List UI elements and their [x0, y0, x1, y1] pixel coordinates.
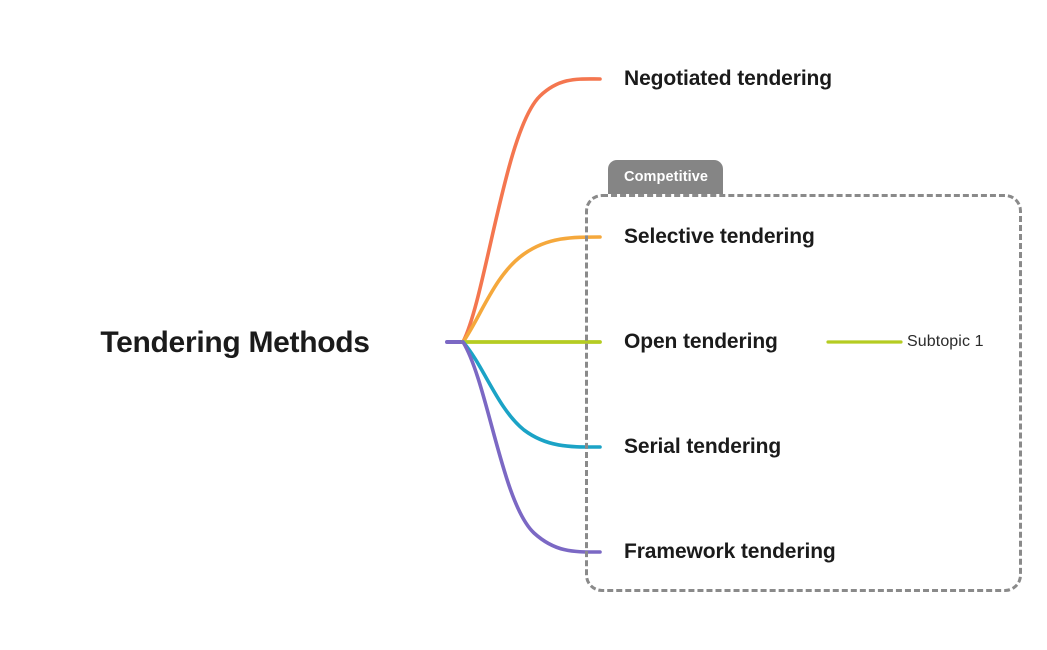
subtopic-node-subtopic-1[interactable]: Subtopic 1: [907, 333, 984, 350]
edge-negotiated-tendering: [461, 77, 602, 344]
edge-serial-tendering: [461, 340, 602, 449]
group-boundary-competitive[interactable]: [585, 194, 1022, 592]
branch-node-open-tendering[interactable]: Open tendering: [624, 330, 778, 353]
edge-framework-tendering: [461, 340, 602, 554]
branch-node-serial-tendering[interactable]: Serial tendering: [624, 435, 782, 458]
branch-node-selective-tendering[interactable]: Selective tendering: [624, 225, 815, 248]
branch-node-negotiated-tendering[interactable]: Negotiated tendering: [624, 67, 833, 90]
root-node-tendering-methods[interactable]: Tendering Methods: [100, 326, 370, 359]
branch-node-framework-tendering[interactable]: Framework tendering: [624, 540, 836, 563]
edge-selective-tendering: [461, 235, 602, 344]
group-badge-label: Competitive: [624, 169, 709, 185]
group-badge-competitive[interactable]: Competitive: [608, 160, 724, 194]
